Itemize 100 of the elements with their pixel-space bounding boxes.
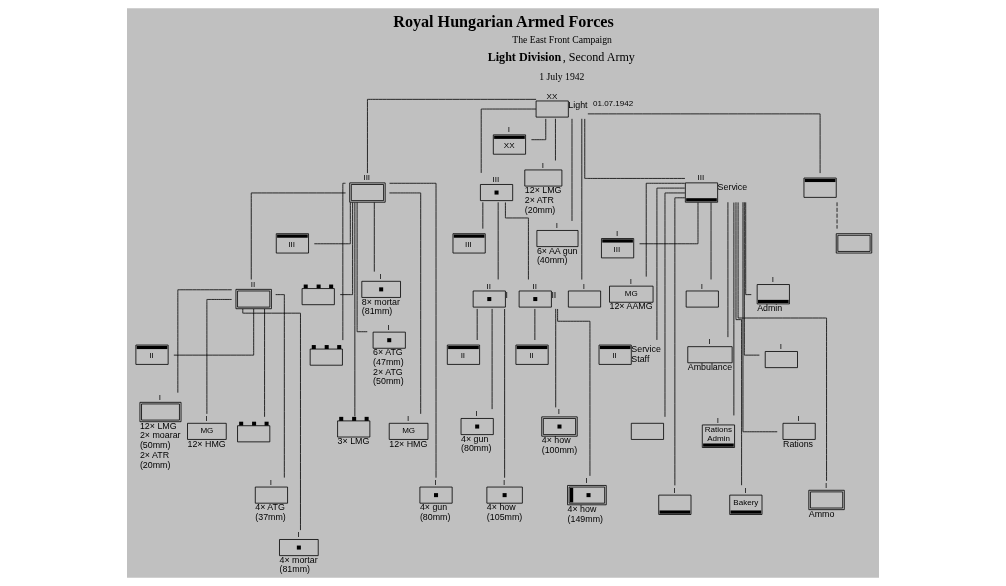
node-label: 12× AAMG [609, 301, 653, 312]
node-label: Light [568, 100, 588, 111]
node-label: III [492, 175, 500, 185]
connector [250, 192, 346, 280]
node-label: I [708, 337, 711, 347]
node-label: III [363, 173, 371, 183]
connector [480, 108, 537, 174]
connector [555, 308, 557, 408]
connector [339, 201, 353, 295]
connector [497, 201, 499, 280]
connector [664, 192, 686, 418]
connector [742, 201, 778, 433]
node-label: I [387, 322, 390, 332]
node-label: Service Staff [631, 344, 661, 364]
connector [504, 308, 505, 479]
node-label: II [250, 279, 256, 289]
connector [177, 289, 233, 394]
node-label: I [297, 530, 300, 540]
node-label: I [673, 485, 676, 495]
connector [531, 118, 547, 141]
node-label: I [475, 409, 478, 419]
node-label: I [629, 276, 632, 286]
node-label: Admin [757, 302, 783, 313]
node-label: I [503, 477, 506, 487]
connector [656, 187, 686, 341]
node-label: 4× how (105mm) [486, 502, 523, 522]
connector [555, 118, 556, 161]
connector [557, 308, 591, 477]
node-label: Ambulance [687, 361, 733, 372]
node-label: 6× AA gun (40mm) [536, 245, 578, 266]
node-label: I [505, 290, 508, 301]
node-label: I [158, 392, 162, 402]
node-label: I [507, 125, 511, 135]
node-label: I [555, 221, 559, 231]
connector [342, 182, 346, 341]
node-label: 6× ATG (47mm) 2× ATG (50mm) [373, 347, 404, 387]
node-label: 3× LMG [337, 436, 370, 447]
node-label: XX [546, 91, 558, 101]
connector [264, 308, 265, 418]
node-label: I [716, 415, 720, 425]
node-label: I [541, 160, 544, 170]
node-label: I [824, 480, 828, 490]
node-label: 4× ATG (37mm) [255, 502, 286, 522]
node-label: I [744, 485, 747, 495]
connector [275, 294, 285, 478]
connector [206, 299, 233, 415]
node-label: Rations [782, 438, 814, 449]
connector [313, 202, 351, 245]
connector [367, 98, 537, 174]
node-label: 8× mortar (81mm) [361, 296, 400, 317]
connector [354, 202, 356, 417]
connector [581, 118, 583, 280]
connector [356, 201, 368, 333]
node-label: II [486, 281, 491, 291]
connector [733, 202, 735, 416]
node-label: Ammo [808, 508, 835, 519]
connector [476, 308, 478, 341]
node-label: I [771, 275, 774, 285]
diagram-title: Royal Hungarian Armed Forces [393, 12, 614, 30]
node-label: 12× HMG [389, 438, 428, 449]
label: 01.07.1942 [592, 99, 634, 109]
node-label: 4× how (149mm) [567, 503, 603, 524]
node-label: II [551, 290, 557, 301]
node-label: 4× mortar (81mm) [279, 554, 318, 575]
node-label: I [269, 477, 273, 487]
node-label: I [615, 229, 619, 239]
label: 1 July 1942 [539, 71, 585, 83]
node-label: III [697, 173, 705, 183]
connector [482, 201, 484, 230]
connector [505, 202, 529, 280]
node-label: I [582, 281, 586, 291]
node-label: 12× LMG 2× moarar (50mm) 2× ATR (20mm) [139, 420, 181, 470]
node-label: I [700, 281, 703, 291]
node-label: I [379, 271, 382, 281]
connector [645, 182, 686, 278]
connector [242, 308, 301, 531]
node-label: I [406, 413, 410, 423]
node-label: I [557, 407, 561, 417]
connector [639, 202, 699, 245]
connector [745, 201, 752, 295]
node-label: I [779, 342, 783, 352]
connector [584, 118, 686, 179]
connector [737, 202, 827, 482]
node-label: Service [717, 181, 748, 192]
node-label: I [797, 413, 800, 423]
connector [389, 192, 422, 415]
node-label: 4× how (100mm) [541, 435, 578, 455]
node-label: I [434, 477, 437, 487]
node-label: II [532, 281, 537, 291]
connector [743, 201, 760, 356]
connector [710, 201, 712, 280]
node-label: 12× LMG 2× ATR (20mm) [524, 185, 562, 215]
connector [373, 201, 375, 273]
connector [173, 308, 255, 356]
node-label: I [585, 476, 588, 486]
node-label: 4× gun (80mm) [419, 502, 451, 522]
connector [735, 201, 742, 486]
node-label: I [205, 413, 208, 423]
connector [674, 197, 686, 486]
node-label: 12× HMG [187, 438, 226, 449]
